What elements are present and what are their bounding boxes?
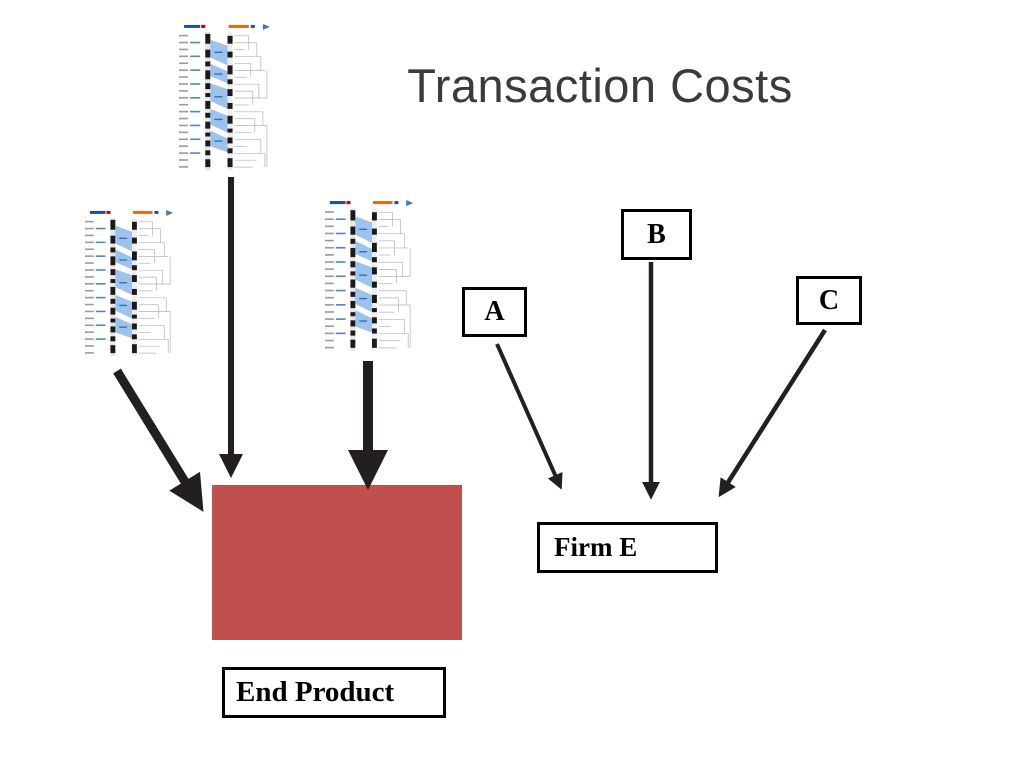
- supplier-box-b: B: [621, 209, 692, 260]
- firm-e-label: Firm E: [554, 532, 638, 562]
- arrow-chart-left-to-end-product: [113, 368, 204, 512]
- slide-title: Transaction Costs: [407, 59, 793, 112]
- arrow-a-to-firm-e: [495, 343, 563, 490]
- arrow-c-to-firm-e: [718, 328, 827, 498]
- end-product-label: End Product: [236, 676, 395, 708]
- end-product-rectangle: [212, 485, 462, 640]
- sequence-alignment-chart-top: [178, 22, 274, 175]
- supplier-c-label: C: [818, 284, 840, 316]
- sequence-alignment-chart-middle: [324, 198, 417, 356]
- supplier-box-c: C: [796, 276, 862, 325]
- end-product-label-box: End Product: [222, 667, 446, 718]
- sequence-alignment-chart-left: [84, 208, 177, 361]
- firm-e-box: Firm E: [537, 522, 718, 573]
- supplier-a-label: A: [484, 296, 505, 327]
- supplier-b-label: B: [647, 218, 666, 250]
- supplier-box-a: A: [462, 287, 527, 337]
